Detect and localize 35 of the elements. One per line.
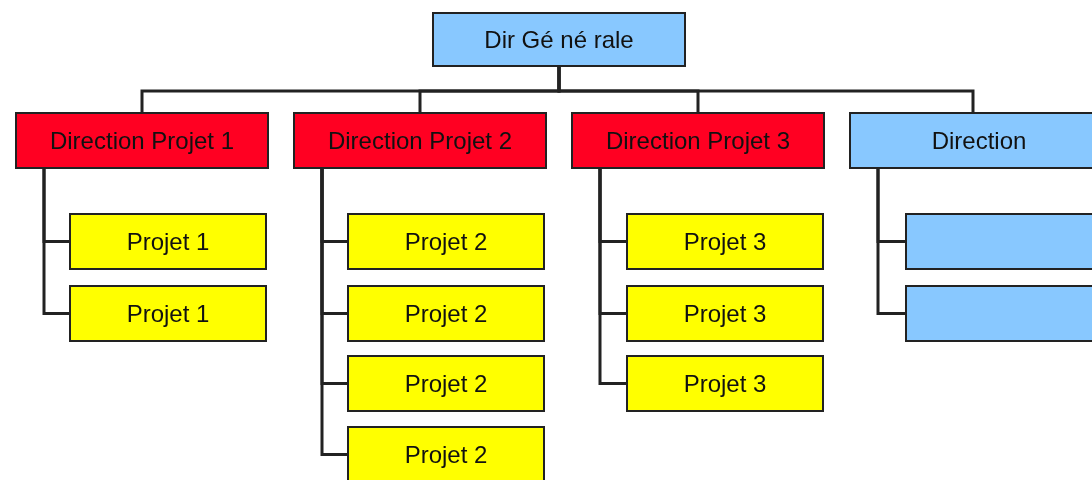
org-box [15, 112, 269, 169]
box-label: Projet 1 [126, 299, 210, 328]
org-box [849, 112, 1092, 169]
box-label: Projet 2 [404, 440, 488, 469]
connector-line [876, 169, 905, 315]
connector-line [320, 169, 347, 456]
box-label: Dir Gé né rale [484, 25, 634, 54]
box-label: Projet 2 [404, 299, 488, 328]
box-label: Direction Projet 3 [605, 126, 791, 155]
box-label: Projet 1 [126, 227, 210, 256]
org-box [347, 426, 545, 480]
org-box [571, 112, 825, 169]
empty-box [905, 285, 1092, 342]
org-box [69, 285, 267, 342]
empty-box [905, 213, 1092, 270]
connector-line [557, 67, 975, 112]
box-label: Projet 2 [404, 369, 488, 398]
org-box [293, 112, 547, 169]
org-box [347, 285, 545, 342]
org-box [347, 355, 545, 412]
box-label: Projet 3 [683, 227, 767, 256]
org-box [626, 285, 824, 342]
org-box [626, 355, 824, 412]
box-label: Direction [931, 126, 1027, 155]
org-box [626, 213, 824, 270]
box-label: Direction Projet 2 [327, 126, 513, 155]
box-label: Projet 2 [404, 227, 488, 256]
box-label: Direction Projet 1 [49, 126, 235, 155]
org-box [347, 213, 545, 270]
connector-line [598, 169, 626, 385]
box-label: Projet 3 [683, 299, 767, 328]
box-label: Projet 3 [683, 369, 767, 398]
top-box [432, 12, 686, 67]
connector-line [42, 169, 69, 315]
org-box [69, 213, 267, 270]
